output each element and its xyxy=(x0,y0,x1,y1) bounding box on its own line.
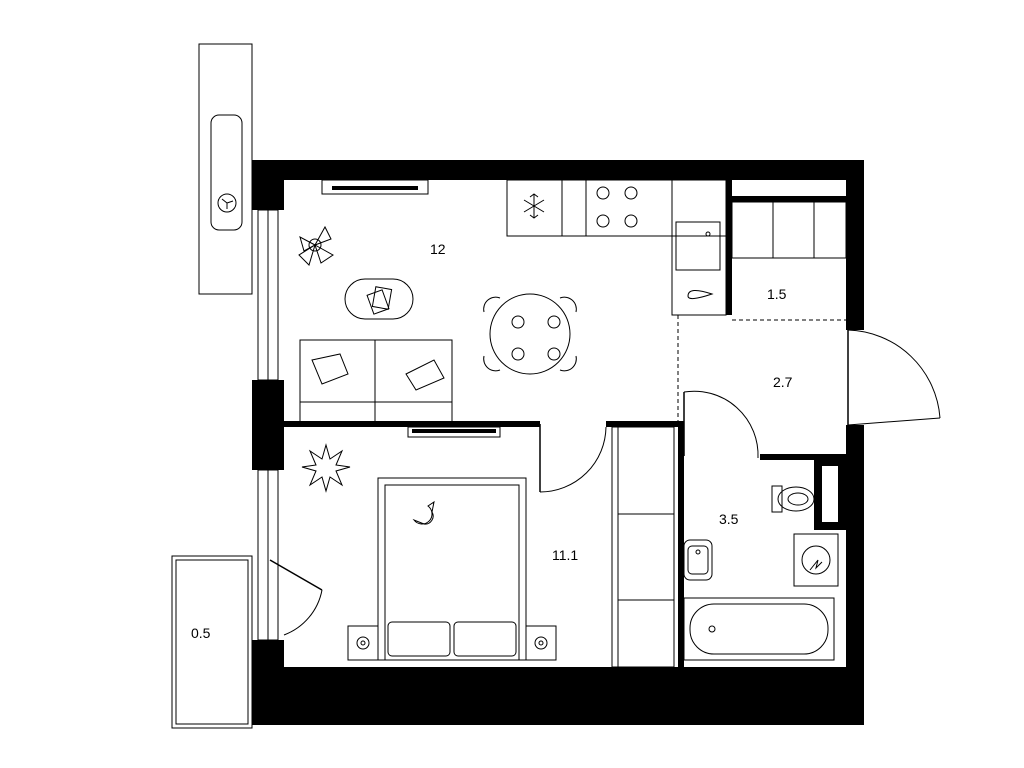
walls xyxy=(252,160,864,725)
washing-machine xyxy=(793,533,839,587)
toilet xyxy=(771,485,815,513)
area-label-hallway: 2.7 xyxy=(773,374,793,390)
kitchen-sink xyxy=(675,221,721,271)
zone-lines xyxy=(677,315,846,421)
kitchen-counter xyxy=(506,179,727,316)
stove-icon xyxy=(596,186,638,228)
bathroom-door xyxy=(683,390,759,459)
balcony xyxy=(171,555,253,729)
sofa xyxy=(299,339,453,423)
plant-star-icon xyxy=(301,443,351,493)
windows xyxy=(257,209,279,641)
fridge-icon xyxy=(523,193,545,219)
tv-unit-living xyxy=(321,179,429,195)
entrance-door xyxy=(847,329,941,426)
bed xyxy=(377,477,527,661)
area-labels: 12 11.1 1.5 2.7 3.5 0.5 xyxy=(191,241,793,641)
wardrobe xyxy=(611,426,675,668)
area-label-balcony: 0.5 xyxy=(191,625,211,641)
outdoor-planter xyxy=(198,43,253,295)
bathtub xyxy=(683,597,835,661)
dining-table xyxy=(483,293,577,375)
plant-icon xyxy=(298,225,334,266)
balcony-door xyxy=(269,559,323,636)
coffee-table xyxy=(344,278,414,320)
area-label-bedroom: 11.1 xyxy=(552,547,578,563)
area-label-bathroom: 3.5 xyxy=(719,511,739,527)
nightstands xyxy=(347,625,557,661)
tv-unit-bedroom xyxy=(407,426,501,438)
bedroom-door xyxy=(539,424,607,493)
storage-shelf xyxy=(731,201,847,259)
washbasin xyxy=(683,539,713,581)
area-label-storage: 1.5 xyxy=(767,286,787,302)
water-heater-icon xyxy=(687,290,714,300)
area-label-living-kitchen: 12 xyxy=(430,241,446,257)
